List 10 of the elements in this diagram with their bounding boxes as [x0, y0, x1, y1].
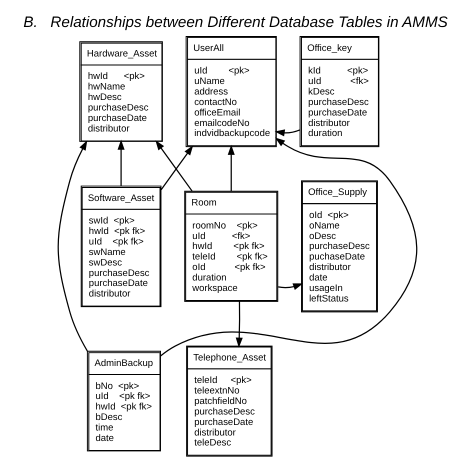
arrow — [278, 283, 303, 290]
arrow — [57, 140, 88, 352]
arrow — [117, 140, 124, 186]
arrow — [160, 138, 417, 356]
arrow — [227, 144, 234, 192]
arrow — [160, 145, 193, 190]
diagram-title: B. Relationships between Different Database Tables in AMMS — [22, 14, 448, 31]
arrow — [154, 140, 192, 192]
arrow — [274, 129, 300, 136]
arrow — [235, 301, 242, 348]
